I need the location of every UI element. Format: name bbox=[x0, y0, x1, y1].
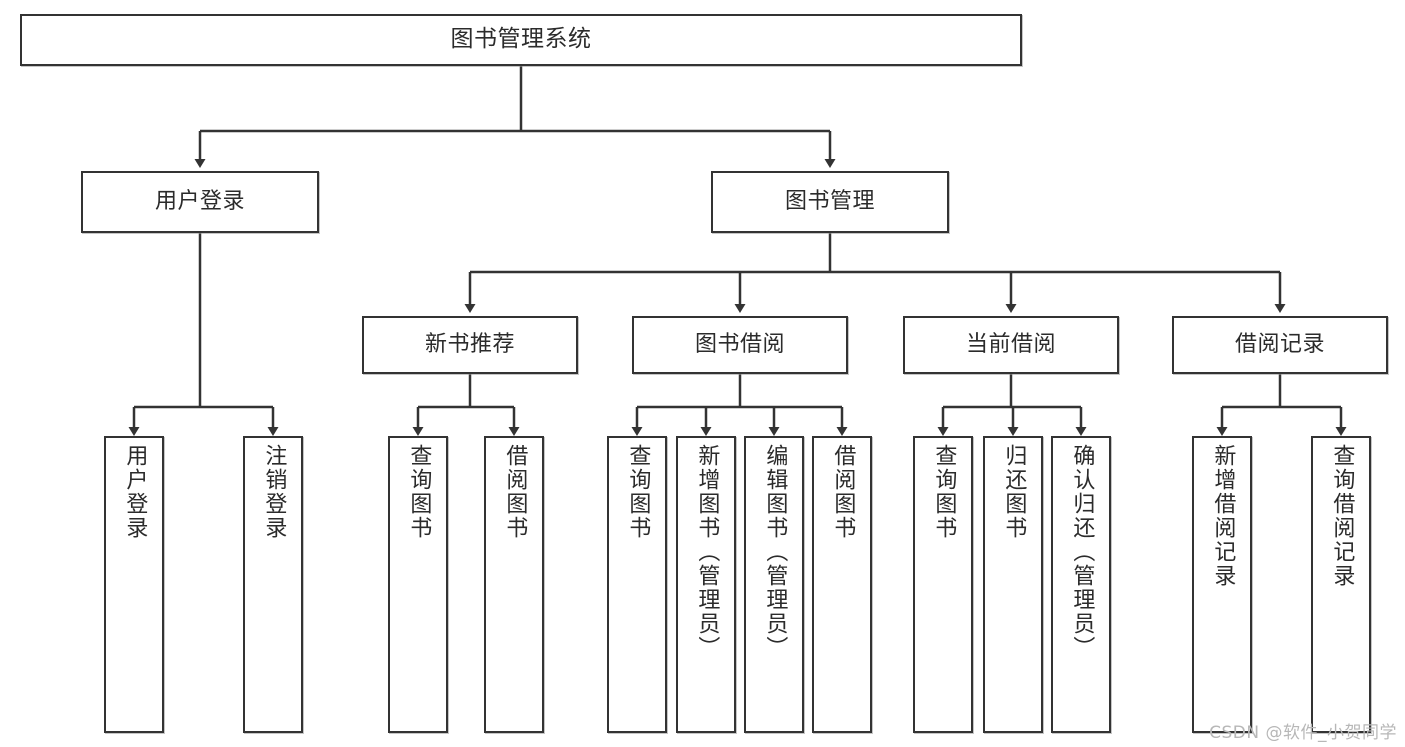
node-leaf-query-book-2-label: 查询图书 bbox=[625, 444, 651, 540]
node-leaf-add-book-label: 新增图书（管理员） bbox=[694, 444, 720, 660]
node-leaf-borrow-book-2-label: 借阅图书 bbox=[830, 444, 856, 540]
node-leaf-edit-book-label: 编辑图书（管理员） bbox=[762, 444, 788, 660]
node-user-login-label: 用户登录 bbox=[154, 188, 245, 214]
node-leaf-add-record[interactable]: 新增借阅记录 bbox=[1192, 436, 1252, 733]
node-leaf-query-book-3-label: 查询图书 bbox=[931, 444, 957, 540]
node-book-borrow-label: 图书借阅 bbox=[694, 331, 785, 357]
node-borrow-record[interactable]: 借阅记录 bbox=[1172, 316, 1388, 374]
node-book-management-label: 图书管理 bbox=[784, 188, 875, 214]
node-leaf-borrow-book-2[interactable]: 借阅图书 bbox=[812, 436, 872, 733]
node-leaf-query-book-3[interactable]: 查询图书 bbox=[913, 436, 973, 733]
node-leaf-add-record-label: 新增借阅记录 bbox=[1210, 444, 1236, 588]
node-leaf-query-record[interactable]: 查询借阅记录 bbox=[1311, 436, 1371, 733]
node-borrow-record-label: 借阅记录 bbox=[1234, 331, 1325, 357]
node-leaf-query-record-label: 查询借阅记录 bbox=[1329, 444, 1355, 588]
node-new-book-recommend-label: 新书推荐 bbox=[424, 331, 515, 357]
node-current-borrow-label: 当前借阅 bbox=[965, 331, 1056, 357]
node-leaf-borrow-book-1-label: 借阅图书 bbox=[502, 444, 528, 540]
node-leaf-user-login[interactable]: 用户登录 bbox=[104, 436, 164, 733]
node-leaf-confirm-return-label: 确认归还（管理员） bbox=[1069, 444, 1095, 660]
node-leaf-logout[interactable]: 注销登录 bbox=[243, 436, 303, 733]
node-book-management[interactable]: 图书管理 bbox=[711, 171, 949, 233]
node-leaf-confirm-return[interactable]: 确认归还（管理员） bbox=[1051, 436, 1111, 733]
node-leaf-query-book-2[interactable]: 查询图书 bbox=[607, 436, 667, 733]
node-book-borrow[interactable]: 图书借阅 bbox=[632, 316, 848, 374]
node-leaf-edit-book[interactable]: 编辑图书（管理员） bbox=[744, 436, 804, 733]
node-root[interactable]: 图书管理系统 bbox=[20, 14, 1022, 66]
node-leaf-query-book-1[interactable]: 查询图书 bbox=[388, 436, 448, 733]
node-leaf-logout-label: 注销登录 bbox=[261, 444, 287, 540]
node-leaf-return-book[interactable]: 归还图书 bbox=[983, 436, 1043, 733]
node-root-label: 图书管理系统 bbox=[450, 26, 592, 53]
node-leaf-borrow-book-1[interactable]: 借阅图书 bbox=[484, 436, 544, 733]
node-leaf-query-book-1-label: 查询图书 bbox=[406, 444, 432, 540]
node-leaf-add-book[interactable]: 新增图书（管理员） bbox=[676, 436, 736, 733]
node-user-login[interactable]: 用户登录 bbox=[81, 171, 319, 233]
node-leaf-user-login-label: 用户登录 bbox=[122, 444, 148, 540]
node-current-borrow[interactable]: 当前借阅 bbox=[903, 316, 1119, 374]
csdn-watermark: CSDN @软件_小贺同学 bbox=[1209, 723, 1397, 743]
node-new-book-recommend[interactable]: 新书推荐 bbox=[362, 316, 578, 374]
node-leaf-return-book-label: 归还图书 bbox=[1001, 444, 1027, 540]
